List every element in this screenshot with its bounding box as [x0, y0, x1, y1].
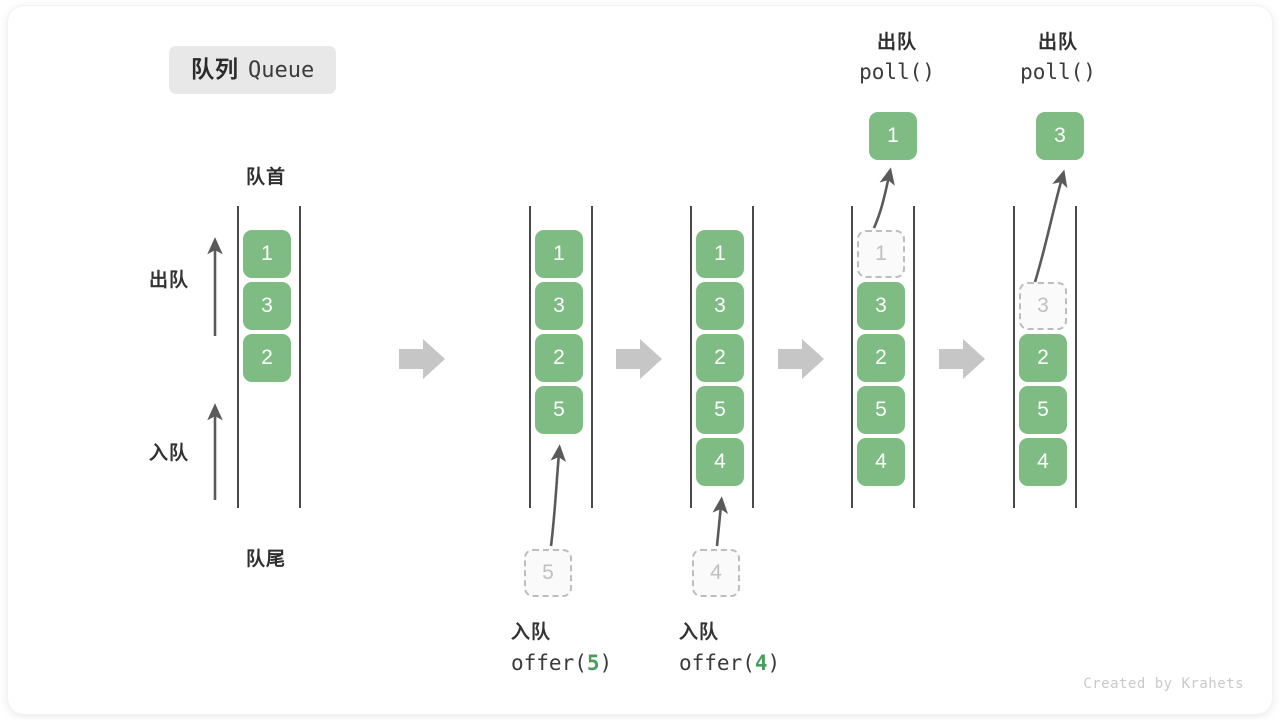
offer-5-code-prefix: offer( — [511, 650, 587, 675]
rail-left-col3 — [690, 206, 692, 508]
queue-cell[interactable]: 2 — [1019, 334, 1067, 382]
rail-right-col5 — [1075, 206, 1077, 508]
offer-5-label-cn: 入队 — [511, 622, 552, 643]
diagram-title-cn: 队列 — [191, 56, 239, 82]
rail-left-col4 — [851, 206, 853, 508]
step-arrow-3 — [778, 339, 824, 379]
outgoing-element[interactable]: 3 — [1036, 112, 1084, 160]
queue-cell[interactable]: 1 — [696, 230, 744, 278]
offer-4-code-prefix: offer( — [679, 650, 755, 675]
diagram-title-en: Queue — [248, 58, 315, 83]
queue-cell[interactable]: 3 — [243, 282, 291, 330]
watermark: Created by Krahets — [1083, 676, 1244, 692]
enqueue-axis-label: 入队 — [149, 443, 190, 464]
queue-cell[interactable]: 2 — [857, 334, 905, 382]
poll-1-label-code: poll() — [859, 59, 935, 84]
offer-4-label-code: offer(4) — [679, 650, 780, 676]
queue-cell[interactable]: 1 — [535, 230, 583, 278]
offer-5-code-value: 5 — [586, 650, 600, 675]
offer-5-label-code: offer(5) — [511, 650, 612, 676]
step-arrow-2 — [616, 339, 662, 379]
rail-left-col5 — [1013, 206, 1015, 508]
rail-right-col4 — [913, 206, 915, 508]
rail-right-col2 — [591, 206, 593, 508]
queue-cell[interactable]: 4 — [696, 438, 744, 486]
poll-2-label-code: poll() — [1020, 59, 1096, 84]
offer-5-code-suffix: ) — [599, 650, 613, 675]
queue-tail-label: 队尾 — [246, 549, 287, 570]
step-arrow-4 — [939, 339, 985, 379]
offer-5-label: 入队 offer(5) — [511, 621, 612, 676]
queue-cell[interactable]: 5 — [696, 386, 744, 434]
queue-cell[interactable]: 3 — [535, 282, 583, 330]
offer-5-arrow — [549, 444, 567, 547]
offer-4-code-suffix: ) — [767, 650, 781, 675]
queue-head-label: 队首 — [246, 167, 287, 188]
poll-1-arrow — [872, 167, 895, 229]
rail-right-col1 — [299, 206, 301, 508]
poll-1-label: 出队 poll() — [853, 31, 941, 85]
queue-cell[interactable]: 4 — [857, 438, 905, 486]
poll-1-label-cn: 出队 — [876, 32, 917, 53]
poll-2-arrow — [1033, 169, 1068, 283]
queue-cell-removed[interactable]: 3 — [1019, 282, 1067, 330]
rail-left-col1 — [237, 206, 239, 508]
rail-right-col3 — [752, 206, 754, 508]
poll-2-label: 出队 poll() — [1014, 31, 1102, 85]
queue-cell[interactable]: 4 — [1019, 438, 1067, 486]
queue-cell[interactable]: 3 — [696, 282, 744, 330]
queue-cell[interactable]: 1 — [243, 230, 291, 278]
rail-left-col2 — [529, 206, 531, 508]
arrows-overlay — [207, 167, 1068, 547]
queue-cell[interactable]: 5 — [535, 386, 583, 434]
queue-cell[interactable]: 2 — [696, 334, 744, 382]
queue-cell-removed[interactable]: 1 — [857, 230, 905, 278]
incoming-element[interactable]: 4 — [692, 549, 740, 597]
offer-4-arrow — [712, 496, 729, 547]
step-arrow-1 — [399, 339, 445, 379]
queue-cell[interactable]: 2 — [535, 334, 583, 382]
dequeue-axis-label: 出队 — [149, 270, 190, 291]
offer-4-code-value: 4 — [754, 650, 768, 675]
diagram-title: 队列 Queue — [169, 46, 337, 94]
offer-4-label: 入队 offer(4) — [679, 621, 780, 676]
outgoing-element[interactable]: 1 — [869, 112, 917, 160]
offer-4-label-cn: 入队 — [679, 622, 720, 643]
poll-2-label-cn: 出队 — [1037, 32, 1078, 53]
queue-cell[interactable]: 3 — [857, 282, 905, 330]
incoming-element[interactable]: 5 — [524, 549, 572, 597]
queue-cell[interactable]: 5 — [857, 386, 905, 434]
queue-cell[interactable]: 5 — [1019, 386, 1067, 434]
queue-cell[interactable]: 2 — [243, 334, 291, 382]
